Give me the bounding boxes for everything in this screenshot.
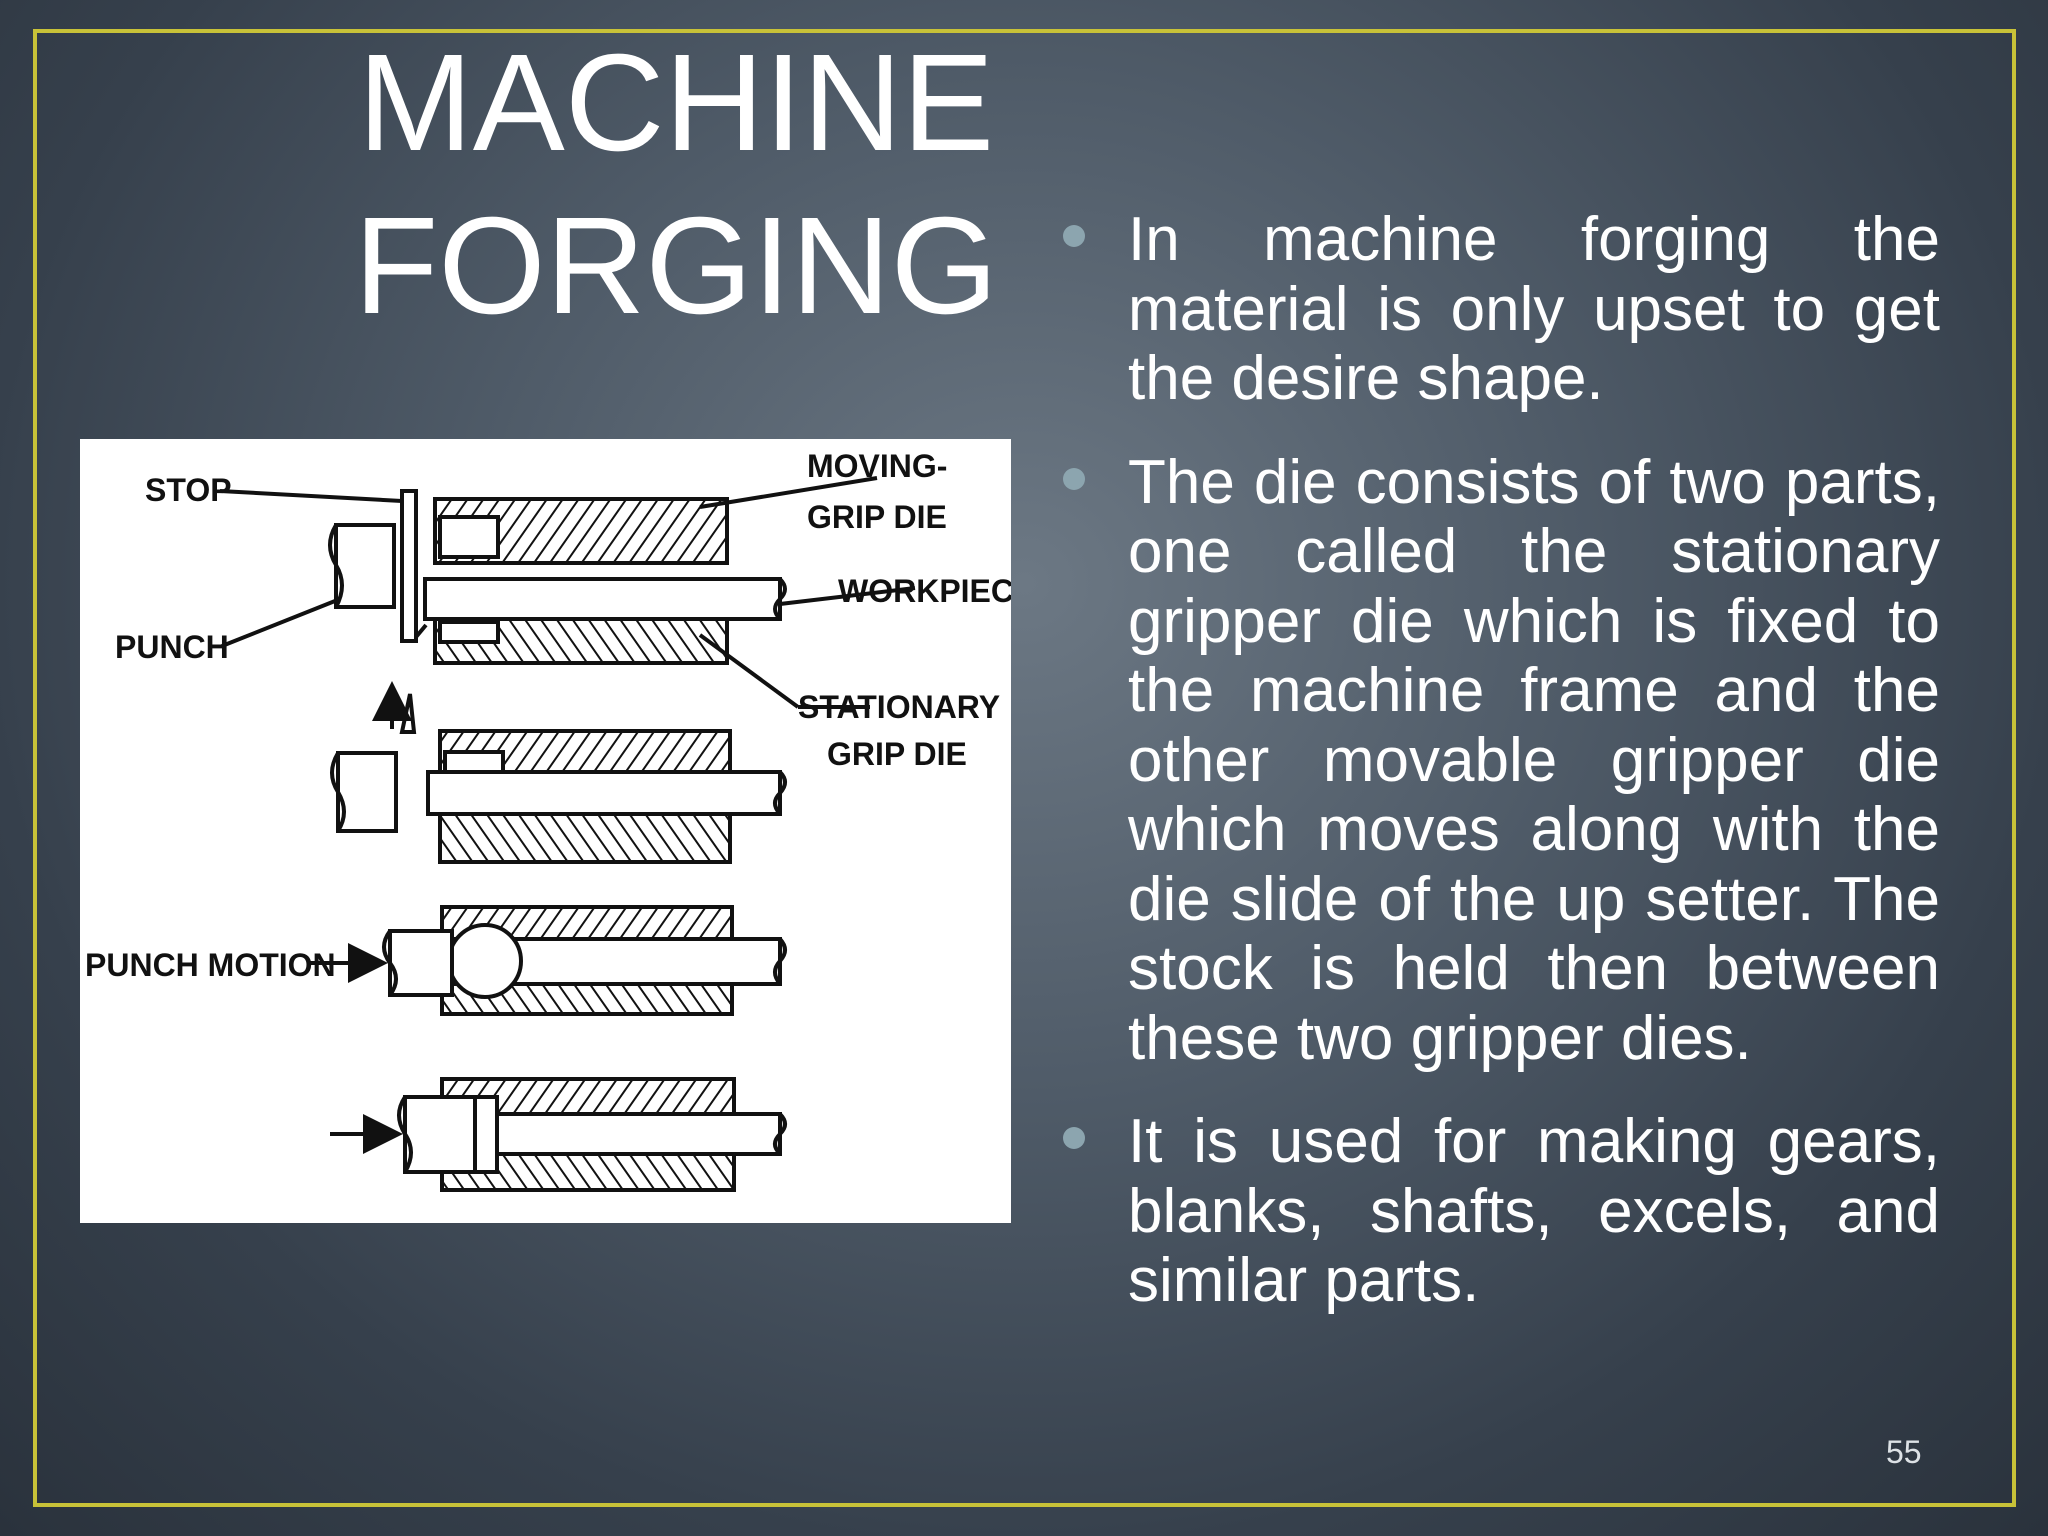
label-stationary-grip-die-2: GRIP DIE xyxy=(827,736,967,772)
bullet-list: In machine forging the material is only … xyxy=(1058,205,1940,1350)
stage-2 xyxy=(330,681,787,864)
label-stationary-grip-die-1: STATIONARY xyxy=(798,689,1000,725)
title-line-2: FORGING xyxy=(354,189,998,343)
label-stop: STOP xyxy=(145,472,232,508)
bullet-dot-icon xyxy=(1063,467,1085,490)
stage-4 xyxy=(330,1077,787,1192)
slide-border xyxy=(33,29,2016,1507)
machine-forging-diagram: STOP MOVING- GRIP DIE WORKPIECE PUNCH ST… xyxy=(80,439,1011,1223)
bullet-item: It is used for making gears, blanks, sha… xyxy=(1058,1107,1940,1316)
bullet-dot-icon xyxy=(1063,225,1085,247)
label-workpiece: WORKPIECE xyxy=(838,573,1011,609)
bullet-text: In machine forging the material is only … xyxy=(1128,205,1940,413)
label-moving-grip-die-2: GRIP DIE xyxy=(807,499,947,535)
slide-title: MACHINE FORGING xyxy=(354,22,998,348)
bullet-dot-icon xyxy=(1063,1127,1085,1149)
bullet-item: The die consists of two parts, one calle… xyxy=(1058,448,1940,1074)
title-line-1: MACHINE xyxy=(357,26,995,180)
bullet-item: In machine forging the material is only … xyxy=(1058,205,1940,414)
stage-3 xyxy=(310,905,787,1016)
bullet-text: It is used for making gears, blanks, sha… xyxy=(1128,1107,1940,1315)
bullet-text: The die consists of two parts, one calle… xyxy=(1128,447,1940,1073)
label-moving-grip-die-1: MOVING- xyxy=(807,448,947,484)
label-punch: PUNCH xyxy=(115,629,229,665)
label-punch-motion: PUNCH MOTION xyxy=(85,947,336,983)
stage-1 xyxy=(219,476,916,709)
diagram-drawing: STOP MOVING- GRIP DIE WORKPIECE PUNCH ST… xyxy=(85,448,1011,1192)
page-number: 55 xyxy=(1886,1434,1922,1470)
